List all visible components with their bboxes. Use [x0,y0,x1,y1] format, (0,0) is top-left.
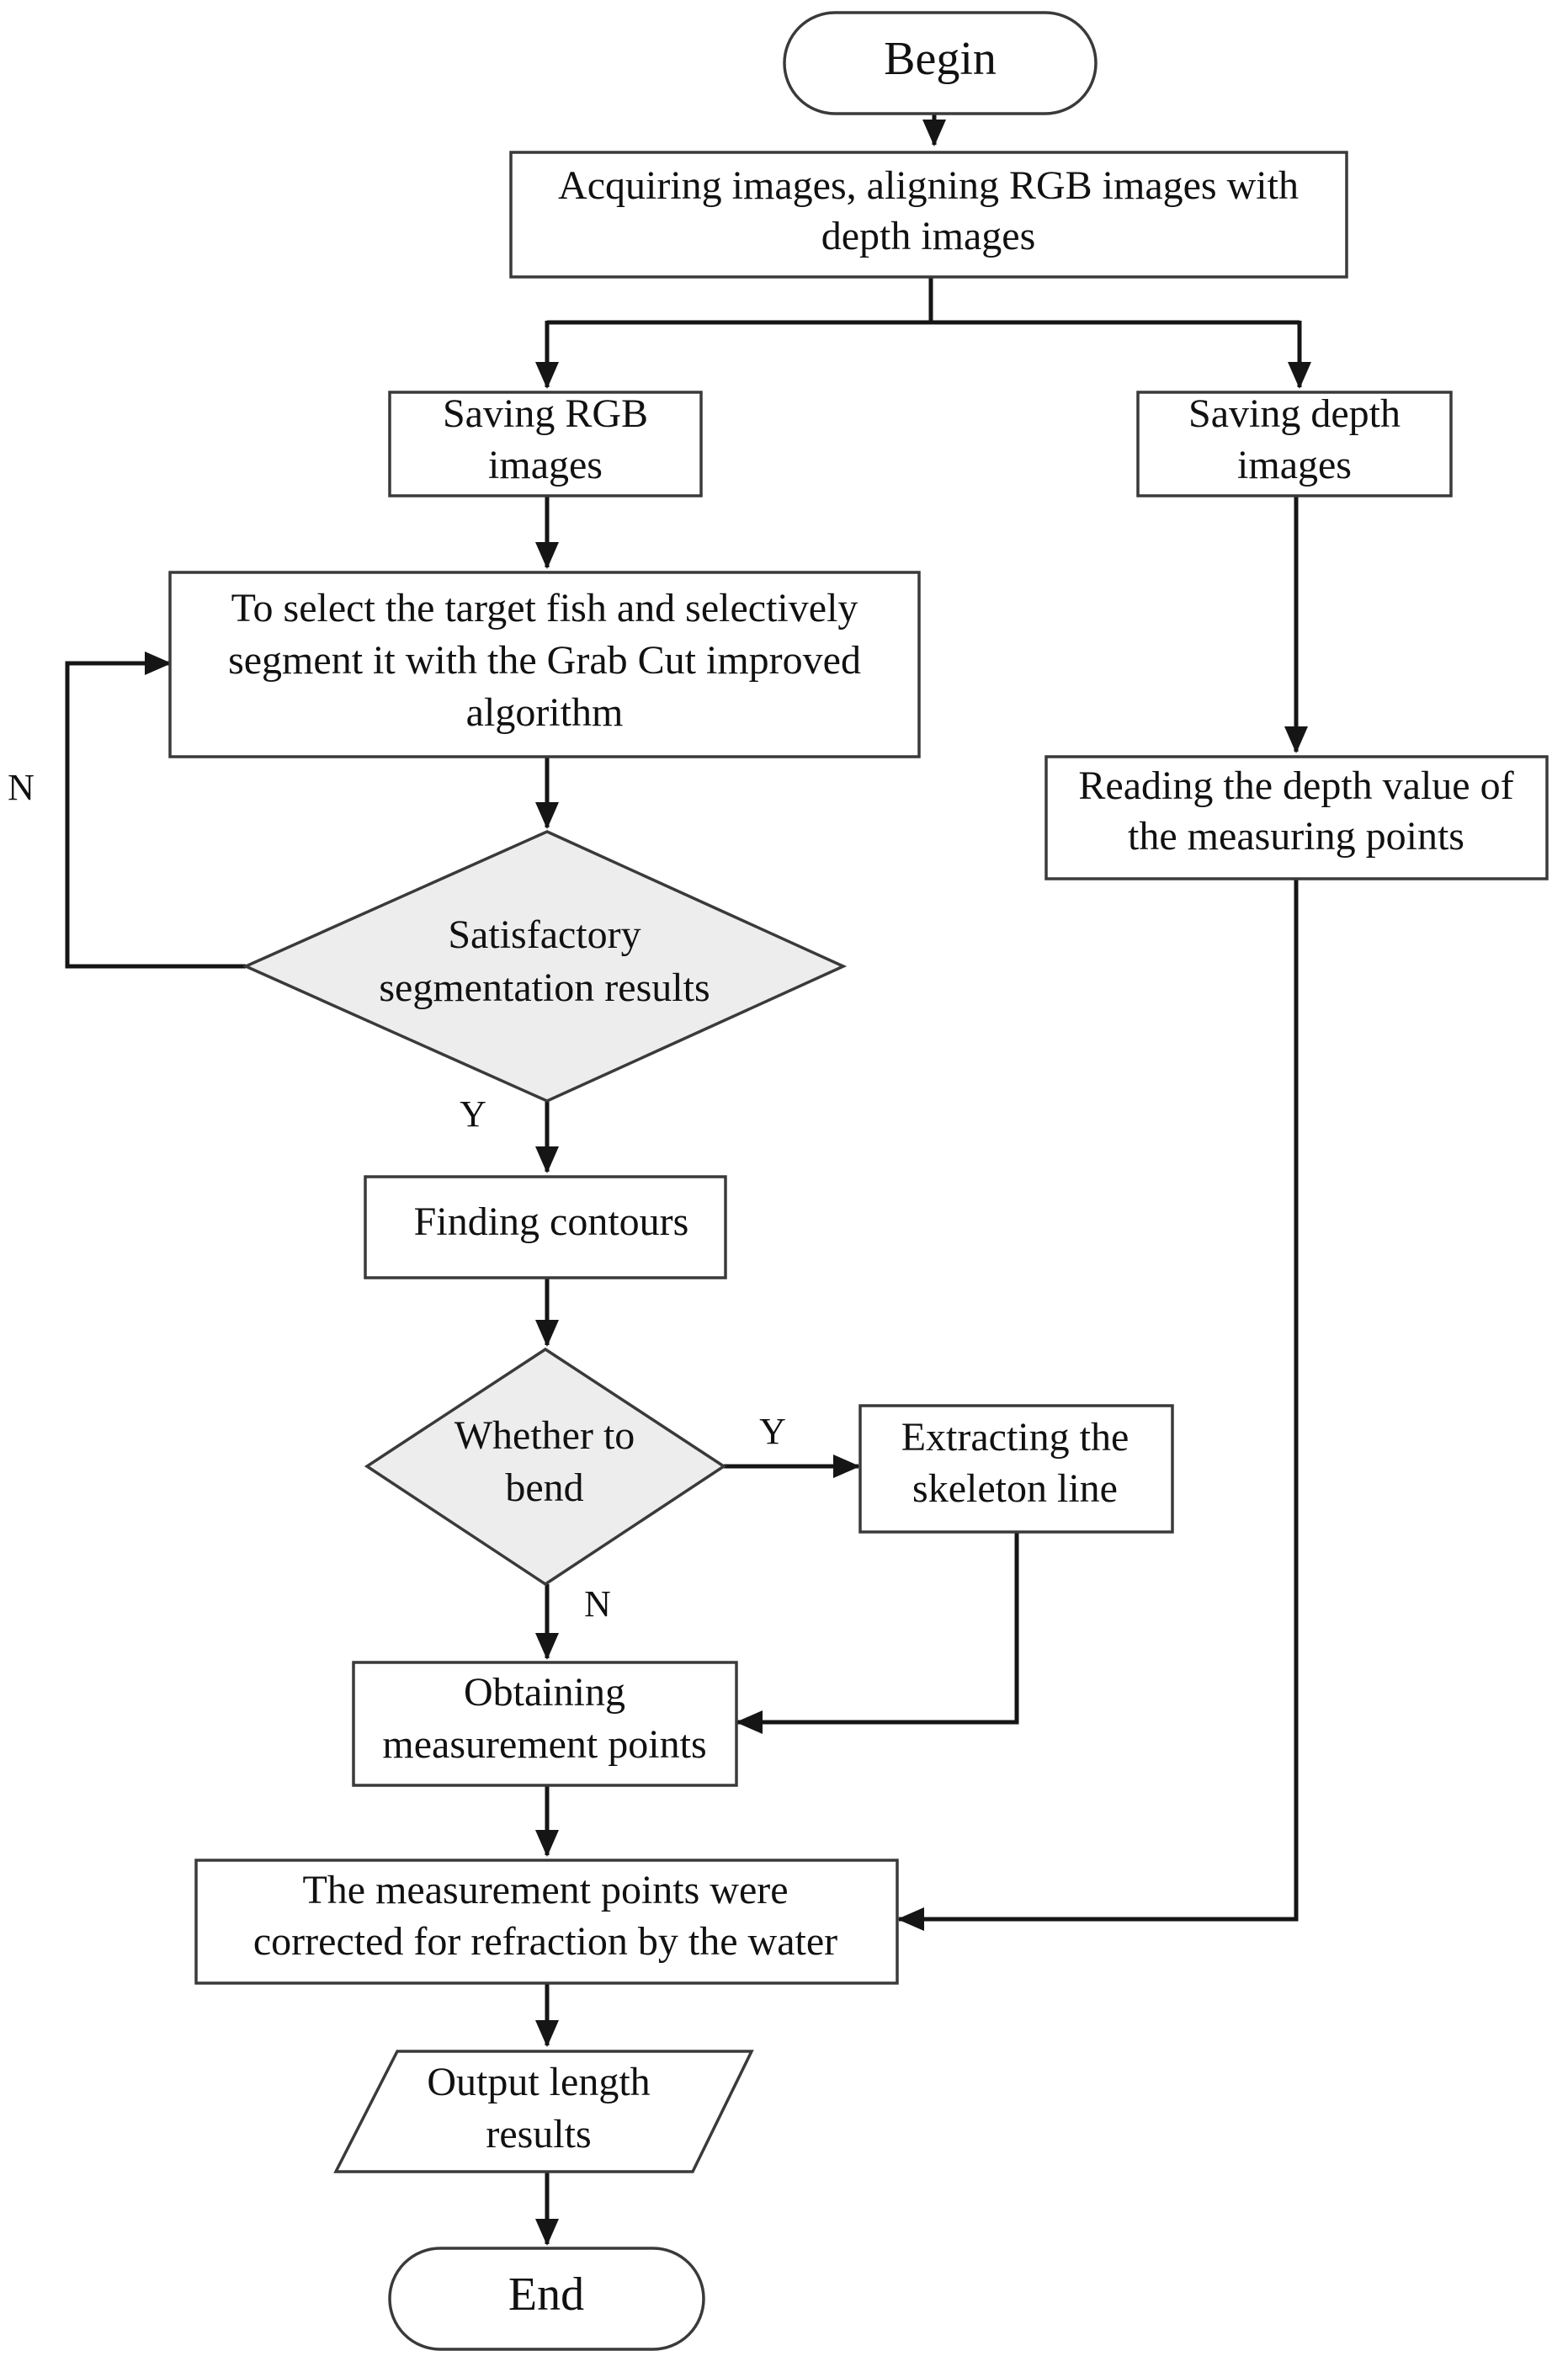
obtain-line-2: measurement points [382,1722,706,1767]
bend-line-2: bend [505,1465,583,1510]
node-refraction: The measurement points were corrected fo… [194,1859,899,1985]
node-output: Output length results [333,2050,754,2173]
output-line-2: results [486,2112,591,2157]
save-rgb-line-2: images [488,443,603,487]
acquire-line-1: Acquiring images, aligning RGB images wi… [558,163,1299,208]
skeleton-line-2: skeleton line [912,1466,1118,1511]
end-label: End [508,2268,584,2321]
read-depth-line-2: the measuring points [1128,814,1464,859]
obtain-line-1: Obtaining [464,1670,625,1715]
save-rgb-box [388,391,703,497]
end-terminal [388,2247,705,2351]
satisfactory-diamond [242,830,848,1103]
output-parallelogram [333,2050,754,2173]
begin-terminal [783,11,1098,115]
contours-box [364,1175,727,1279]
edge-read-refraction [897,879,1299,1931]
save-depth-box [1136,391,1453,497]
segment-box [168,571,921,758]
acquire-box [509,151,1348,279]
skeleton-line-1: Extracting the [901,1415,1129,1460]
contours-label: Finding contours [414,1199,689,1244]
node-obtain: Obtaining measurement points [352,1661,738,1787]
node-save-depth: Saving depth images [1136,391,1453,497]
save-depth-line-2: images [1237,443,1352,487]
obtain-box [352,1661,738,1787]
save-depth-line-1: Saving depth [1188,391,1401,436]
node-acquire: Acquiring images, aligning RGB images wi… [509,151,1348,279]
refraction-line-2: corrected for refraction by the water [253,1919,837,1964]
node-read-depth: Reading the depth value of the measuring… [1044,755,1549,880]
node-begin: Begin [783,11,1098,115]
segment-line-3: algorithm [466,690,624,735]
bend-line-1: Whether to [454,1413,635,1458]
node-end: End [388,2247,705,2351]
edge-loop-no [65,652,246,969]
output-line-1: Output length [427,2060,650,2104]
node-contours: Finding contours [364,1175,727,1279]
save-rgb-line-1: Saving RGB [443,391,648,436]
satisfactory-line-1: Satisfactory [448,912,640,957]
begin-label: Begin [884,33,997,85]
skeleton-box [858,1404,1174,1534]
edges [65,114,1311,2246]
loop-no-label: N [8,767,35,808]
segment-line-1: To select the target fish and selectivel… [231,586,858,630]
satisfactory-yes-label: Y [460,1093,486,1135]
node-segment: To select the target fish and selectivel… [168,571,921,758]
refraction-box [194,1859,899,1985]
segment-line-2: segment it with the Grab Cut improved [228,638,861,683]
bend-no-label: N [584,1583,611,1625]
read-depth-box [1044,755,1549,880]
node-skeleton: Extracting the skeleton line [858,1404,1174,1534]
node-bend: Whether to bend [364,1347,727,1587]
edge-skeleton-obtain [736,1532,1019,1734]
node-satisfactory: Satisfactory segmentation results [242,830,848,1103]
bend-diamond [364,1347,727,1587]
acquire-line-2: depth images [821,214,1036,258]
refraction-line-1: The measurement points were [302,1868,788,1912]
node-save-rgb: Saving RGB images [388,391,703,497]
read-depth-line-1: Reading the depth value of [1078,763,1513,808]
satisfactory-line-2: segmentation results [379,965,710,1010]
bend-yes-label: Y [759,1411,786,1452]
